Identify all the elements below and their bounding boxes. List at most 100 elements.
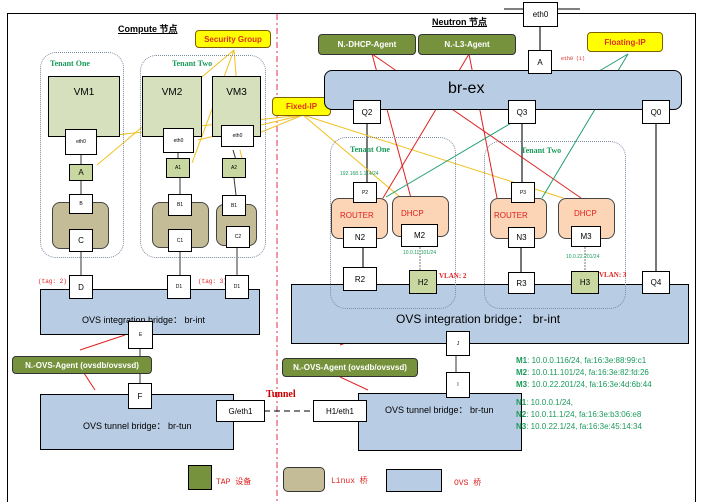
m3-ip: 10.0.22.201/24 [566, 254, 600, 260]
info-n2: N2: 10.0.11.1/24, fa:16:3e:b3:06:e8 [516, 410, 642, 419]
port-e[interactable]: E [128, 321, 153, 349]
vm2-label: VM2 [161, 87, 183, 98]
legend-swatch-tap [188, 465, 212, 490]
tap-h3[interactable]: H3 [571, 271, 599, 294]
fip-arrow-vm3 [253, 114, 304, 136]
l3-agent[interactable]: N.-L3-Agent [418, 34, 516, 55]
info-m3: M3: 10.0.22.201/24, fa:16:3e:4d:6b:44 [516, 380, 652, 389]
router-ns-two-label: ROUTER [494, 211, 528, 220]
tap-h2[interactable]: H2 [409, 270, 437, 294]
vm3-label: VM3 [226, 87, 247, 98]
info-m2: M2: 10.0.11.101/24, fa:16:3e:82:fd:26 [516, 368, 649, 377]
compute-tenant-two-box [140, 55, 266, 258]
compute-tenant-two-label: Tenant Two [172, 59, 213, 68]
port-b1-vm3[interactable]: B1 [222, 195, 246, 216]
neutron-br-tun-label: OVS tunnel bridge： br-tun [385, 405, 494, 415]
vlan-2: VLAN: 2 [439, 272, 467, 280]
br-ex-label: br-ex [448, 80, 485, 97]
tunnel-label: Tunnel [266, 389, 296, 400]
dhcp-agent[interactable]: N.-DHCP-Agent [318, 34, 416, 55]
dhcp-ns-one-label: DHCP [401, 209, 424, 218]
neutron-tenant-one-label: Tenant One [350, 145, 390, 154]
port-m2[interactable]: M2 [401, 224, 438, 247]
ovs-agent-arrow-int-c [79, 334, 126, 351]
info-m1: M1: 10.0.0.116/24, fa:16:3e:88:99:c1 [516, 356, 647, 365]
port-q0[interactable]: Q0 [642, 100, 670, 124]
port-f[interactable]: F [128, 383, 152, 409]
legend-label-tap: TAP 设备 [216, 478, 252, 487]
port-i[interactable]: I [446, 372, 470, 398]
router-ns-one-label: ROUTER [340, 211, 374, 220]
port-r2[interactable]: R2 [343, 267, 377, 291]
port-p3[interactable]: P3 [511, 182, 535, 203]
dhcp-ns-two-label: DHCP [574, 209, 597, 218]
tenant-one-gateway-ip: 192.168.1.114/24 [340, 171, 379, 177]
port-q4[interactable]: Q4 [642, 271, 670, 294]
vm1-label: VM1 [73, 87, 95, 98]
m2-ip: 10.0.11.101/24 [403, 250, 436, 256]
compute-br-tun-label: OVS tunnel bridge： br-tun [83, 421, 192, 431]
neutron-br-tun [358, 393, 522, 451]
neutron-tenant-two-box [484, 141, 626, 309]
compute-node-title: Compute 节点 [118, 24, 178, 34]
port-q3[interactable]: Q3 [508, 100, 536, 124]
port-r3[interactable]: R3 [508, 272, 535, 294]
compute-tenant-one-label: Tenant One [50, 59, 90, 68]
fixed-ip-callout: Fixed-IP [272, 97, 331, 116]
vm2[interactable]: VM2 [142, 76, 202, 137]
port-b[interactable]: B [69, 194, 93, 214]
neutron-tenant-two-label: Tenant Two [521, 146, 562, 155]
port-c[interactable]: C [69, 229, 93, 252]
tap-a2[interactable]: A2 [222, 158, 246, 178]
vm1[interactable]: VM1 [48, 76, 120, 137]
vm3-eth0[interactable]: eth0 [221, 125, 254, 147]
info-n1: N1: 10.0.0.1/24, [516, 398, 573, 407]
info-n3: N3: 10.0.22.1/24, fa:16:3e:45:14:34 [516, 422, 642, 431]
br-ex-port-a[interactable]: A [528, 50, 552, 74]
legend-swatch-linux [283, 467, 325, 492]
eth0-note: eth0 (1) [561, 56, 586, 62]
port-m3[interactable]: M3 [571, 226, 601, 247]
legend-swatch-ovs [386, 469, 442, 492]
legend-label-linux: Linux 桥 [331, 477, 368, 486]
compute-tenant-one-box [40, 52, 124, 258]
port-c1[interactable]: C1 [168, 229, 192, 252]
address-info: M1: 10.0.0.116/24, fa:16:3e:88:99:c1 M2:… [516, 355, 652, 433]
port-d1-vm2[interactable]: D1 [167, 275, 191, 299]
port-c2[interactable]: C2 [226, 226, 250, 248]
port-n3[interactable]: N3 [508, 227, 535, 248]
port-b1-vm2[interactable]: B1 [168, 194, 192, 216]
port-n2[interactable]: N2 [343, 227, 377, 248]
port-d[interactable]: D [69, 275, 93, 299]
tap-a1[interactable]: A1 [166, 158, 190, 178]
br-ex [324, 70, 682, 110]
port-h1-eth1[interactable]: H1/eth1 [313, 400, 367, 422]
neutron-br-int-label: OVS integration bridge： br-int [396, 312, 561, 326]
port-d1-vm3[interactable]: D1 [225, 275, 249, 299]
tap-a[interactable]: A [69, 164, 93, 181]
port-g-eth1[interactable]: G/eth1 [216, 400, 265, 422]
neutron-eth0[interactable]: eth0 [523, 2, 558, 27]
neutron-node-title: Neutron 节点 [432, 17, 487, 27]
ovs-agent-arrow-tun-n [339, 376, 369, 391]
vlan-3: VLAN: 3 [599, 271, 627, 279]
legend-label-ovs: OVS 桥 [454, 479, 482, 488]
vm1-eth0[interactable]: eth0 [65, 129, 97, 155]
compute-ovs-agent[interactable]: N.-OVS-Agent (ovsdb/ovsvsd) [12, 356, 152, 374]
link-a2-b1 [233, 177, 237, 196]
sg-arrow-a2 [239, 149, 243, 159]
neutron-tenant-one-box [330, 137, 456, 309]
security-group-callout: Security Group [195, 30, 271, 48]
port-p2[interactable]: P2 [353, 182, 377, 203]
fip-arrow-dhcp1 [302, 114, 401, 198]
diagram-frame [7, 13, 696, 502]
port-q2[interactable]: Q2 [353, 100, 381, 124]
floating-ip-callout: Floating-IP [587, 32, 663, 52]
tag-3: (tag: 3) [198, 278, 227, 285]
compute-br-int-label: OVS integration bridge： br-int [82, 315, 206, 325]
port-j[interactable]: J [446, 331, 470, 356]
neutron-ovs-agent[interactable]: N.-OVS-Agent (ovsdb/ovsvsd) [282, 358, 418, 377]
tag-2: (tag: 2) [38, 278, 67, 285]
vm2-eth0[interactable]: eth0 [163, 128, 194, 153]
